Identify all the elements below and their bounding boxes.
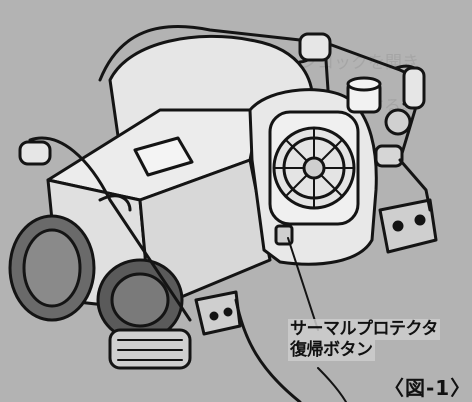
- callout-line-2: 復帰ボタン: [288, 340, 375, 361]
- top-handle-grip: [298, 32, 332, 62]
- valve-fitting: [374, 144, 404, 168]
- figure-label: 〈図-1〉: [384, 376, 472, 400]
- callout-leader: [287, 237, 319, 331]
- power-cord: [234, 298, 302, 402]
- front-bracket: [194, 290, 242, 336]
- callout-label: サーマルプロテクタ 復帰ボタン: [288, 319, 468, 361]
- callout-leader-tail: [317, 367, 347, 402]
- label-plate: [133, 136, 194, 177]
- pressure-knob: [384, 108, 412, 136]
- right-foot-bracket: [378, 198, 438, 254]
- callout-line-1: サーマルプロテクタ: [288, 319, 440, 340]
